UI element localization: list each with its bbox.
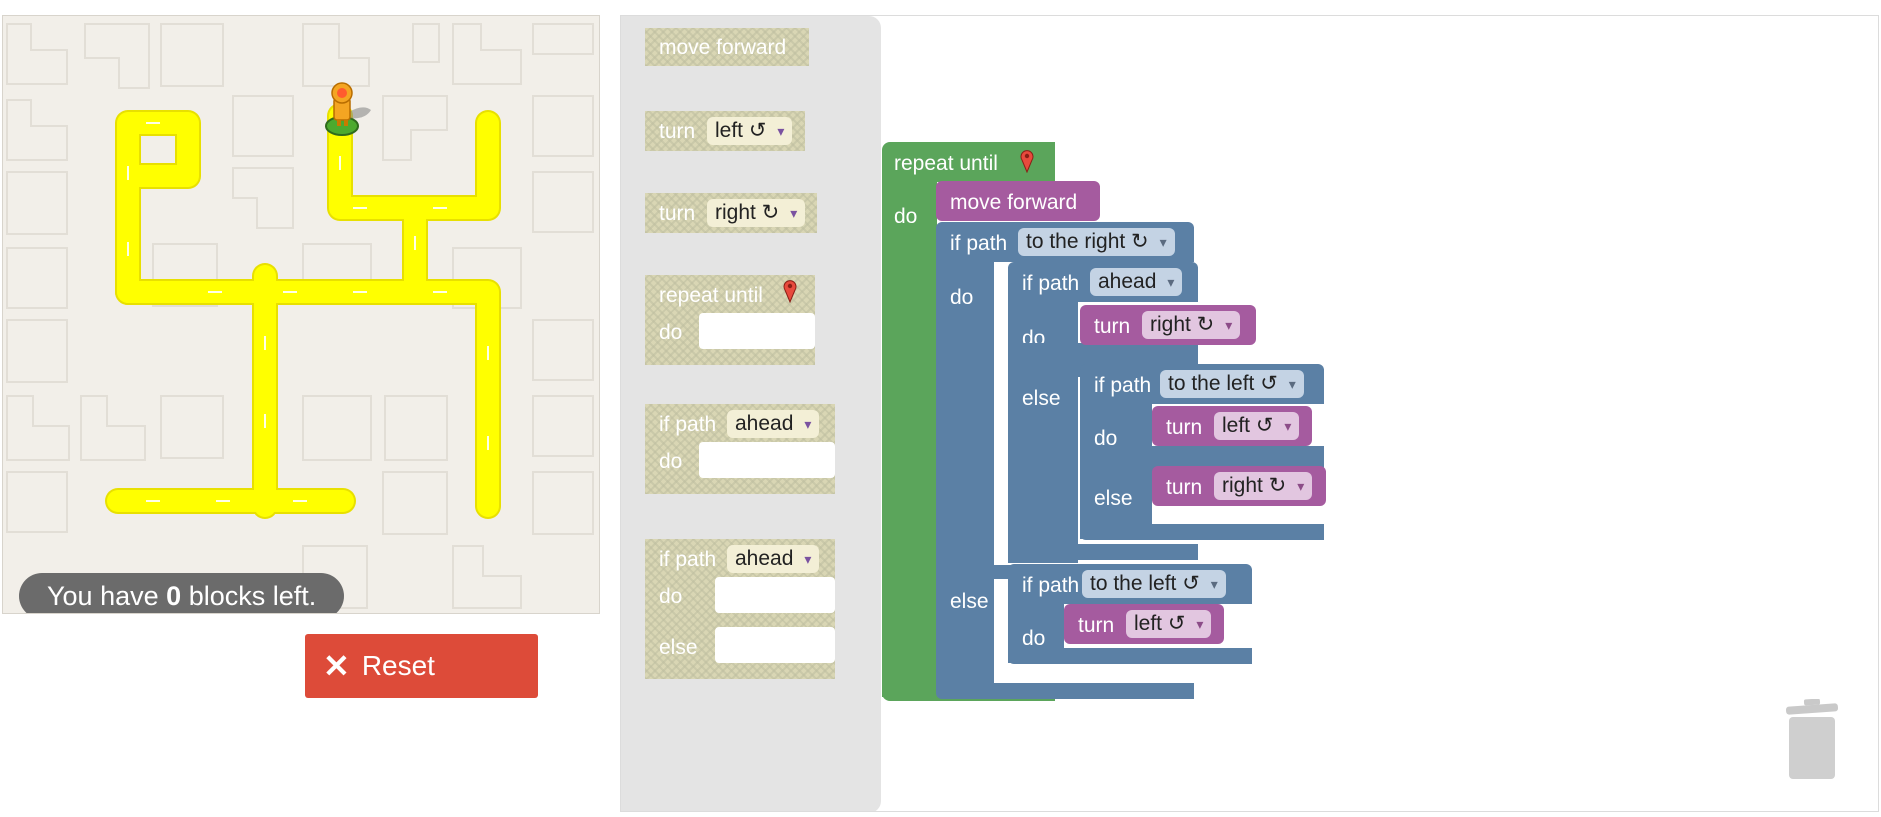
statement-slot: [715, 627, 835, 663]
move-forward-label: move forward: [950, 191, 1078, 214]
turn-left-block[interactable]: turn left ↺: [1152, 406, 1312, 446]
path-dropdown[interactable]: to the left ↺: [1160, 370, 1304, 398]
pegman-icon: [325, 82, 371, 136]
reset-button[interactable]: ✕ Reset: [305, 634, 538, 698]
direction-dropdown[interactable]: left ↺: [707, 117, 793, 145]
if-path-ahead-foot: [1008, 544, 1198, 560]
if-path-label: if path: [950, 232, 1008, 255]
maze-board: You have 0 blocks left.: [2, 15, 600, 614]
if-path-label: if path: [1022, 574, 1080, 597]
repeat-until-label: repeat until: [659, 284, 763, 307]
if-path-ahead-body: do else: [1008, 301, 1078, 563]
if-path-right-block[interactable]: if path to the right ↻: [936, 222, 1194, 262]
if-path-right-foot: [936, 683, 1194, 699]
do-label: do: [659, 321, 683, 344]
blocks-left-status: You have 0 blocks left.: [19, 573, 345, 613]
blockly-workspace[interactable]: move forward turn left ↺ turn right ↻ re…: [620, 15, 1879, 812]
if-path-label: if path: [1022, 272, 1080, 295]
else-label: else: [1022, 387, 1061, 410]
toolbox-flyout: move forward turn left ↺ turn right ↻ re…: [621, 16, 881, 811]
status-prefix: You have: [47, 581, 159, 611]
path-dropdown[interactable]: to the right ↻: [1018, 228, 1175, 256]
reset-label: Reset: [361, 650, 435, 681]
toolbox-turn-right-block[interactable]: turn right ↻: [645, 193, 817, 233]
direction-dropdown[interactable]: left ↺: [1214, 412, 1300, 440]
statement-slot: [699, 442, 835, 478]
turn-label: turn: [659, 120, 696, 143]
if-path-left-block[interactable]: if path to the left ↺: [1008, 564, 1252, 604]
if-path-ahead-block[interactable]: if path ahead: [1008, 262, 1198, 302]
toolbox-if-else-block[interactable]: if path ahead do else: [645, 539, 835, 679]
do-label: do: [659, 585, 683, 608]
statement-slot: [699, 313, 815, 349]
if-path-label: if path: [659, 413, 717, 436]
goal-marker-icon: [1020, 150, 1034, 173]
trash-icon[interactable]: [1784, 699, 1840, 781]
if-path-left-foot: [1008, 648, 1252, 664]
else-label: else: [1094, 487, 1133, 510]
status-suffix: blocks left.: [188, 581, 317, 611]
do-label: do: [1022, 627, 1046, 650]
direction-dropdown[interactable]: right ↻: [707, 199, 806, 227]
maze-map: [6, 23, 594, 609]
toolbox-if-path-block[interactable]: if path ahead do: [645, 404, 835, 494]
else-label: else: [950, 590, 989, 613]
move-forward-label: move forward: [659, 36, 787, 59]
close-icon: ✕: [323, 648, 350, 684]
if-path-right-body: do else: [936, 261, 994, 686]
turn-right-block[interactable]: turn right ↻: [1152, 466, 1326, 506]
turn-left-block[interactable]: turn left ↺: [1064, 604, 1224, 644]
goal-marker-icon: [783, 280, 797, 303]
turn-label: turn: [1166, 476, 1203, 499]
toolbox-repeat-until-block[interactable]: repeat until do: [645, 275, 815, 365]
turn-label: turn: [1078, 614, 1115, 637]
statement-slot: [715, 577, 835, 613]
path-dropdown[interactable]: ahead: [727, 410, 820, 438]
direction-dropdown[interactable]: right ↻: [1214, 472, 1313, 500]
repeat-until-block[interactable]: repeat until: [882, 142, 1055, 182]
toolbox-turn-left-block[interactable]: turn left ↺: [645, 111, 805, 151]
path-dropdown[interactable]: to the left ↺: [1082, 570, 1226, 598]
if-path-left-block[interactable]: if path to the left ↺: [1080, 364, 1324, 404]
toolbox-move-forward-block[interactable]: move forward: [645, 28, 809, 66]
else-label: else: [659, 636, 698, 659]
turn-label: turn: [1094, 315, 1131, 338]
do-label: do: [894, 205, 918, 228]
if-path-left-foot: [1080, 524, 1324, 540]
if-path-label: if path: [659, 548, 717, 571]
direction-dropdown[interactable]: right ↻: [1142, 311, 1241, 339]
repeat-until-label: repeat until: [894, 152, 998, 175]
path-dropdown[interactable]: ahead: [727, 545, 820, 573]
do-label: do: [950, 286, 974, 309]
move-forward-block[interactable]: move forward: [936, 181, 1100, 221]
turn-right-block[interactable]: turn right ↻: [1080, 305, 1256, 345]
turn-label: turn: [1166, 416, 1203, 439]
path-dropdown[interactable]: ahead: [1090, 268, 1183, 296]
do-label: do: [659, 450, 683, 473]
do-label: do: [1094, 427, 1118, 450]
turn-label: turn: [659, 202, 696, 225]
if-path-label: if path: [1094, 374, 1152, 397]
blocks-left-count: 0: [166, 581, 182, 611]
direction-dropdown[interactable]: left ↺: [1126, 610, 1212, 638]
repeat-until-body: do: [882, 181, 937, 697]
